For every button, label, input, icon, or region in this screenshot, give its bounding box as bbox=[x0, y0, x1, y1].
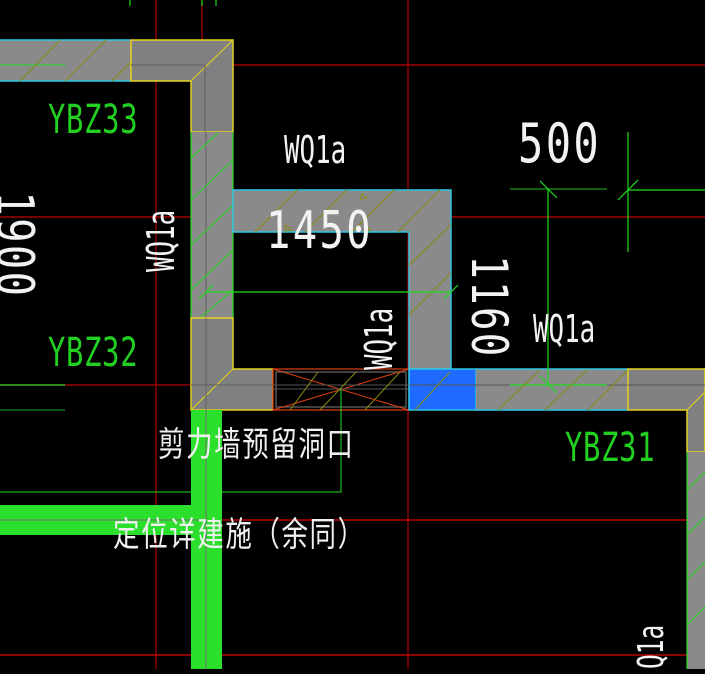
green-beam[interactable] bbox=[0, 410, 222, 669]
label-wq1a-right: WQ1a bbox=[533, 307, 596, 351]
label-ybz33: YBZ33 bbox=[48, 97, 139, 143]
highlighted-wall-segment[interactable] bbox=[408, 368, 477, 411]
note-location-reference: 定位详建施（余同） bbox=[113, 515, 366, 555]
top-ticks bbox=[129, 0, 217, 6]
label-wq1a-bottom-right-vertical: Q1a bbox=[631, 624, 672, 669]
wall-top-left[interactable] bbox=[0, 39, 132, 82]
column-ybz33[interactable] bbox=[130, 39, 234, 133]
note-reserved-opening: 剪力墙预留洞口 bbox=[158, 425, 355, 465]
label-ybz32: YBZ32 bbox=[48, 330, 139, 376]
dimension-1160: 1160 bbox=[460, 255, 518, 359]
label-wq1a-center-vertical: WQ1a bbox=[357, 307, 401, 370]
note-leader bbox=[0, 410, 342, 493]
wall-right-vertical[interactable] bbox=[686, 452, 705, 669]
dimension-1900: 1900 bbox=[0, 191, 44, 299]
label-wq1a-left-vertical: WQ1a bbox=[139, 209, 183, 272]
wall-bottom-right[interactable] bbox=[476, 368, 629, 411]
label-wq1a-top: WQ1a bbox=[284, 128, 347, 172]
dimension-1450: 1450 bbox=[266, 201, 374, 261]
wall-opening[interactable] bbox=[272, 368, 410, 492]
column-ybz32[interactable] bbox=[190, 317, 274, 411]
dimension-lines bbox=[0, 132, 705, 411]
label-ybz31: YBZ31 bbox=[565, 425, 656, 471]
wall-left-vertical[interactable] bbox=[190, 132, 234, 319]
dimension-500: 500 bbox=[518, 112, 602, 175]
